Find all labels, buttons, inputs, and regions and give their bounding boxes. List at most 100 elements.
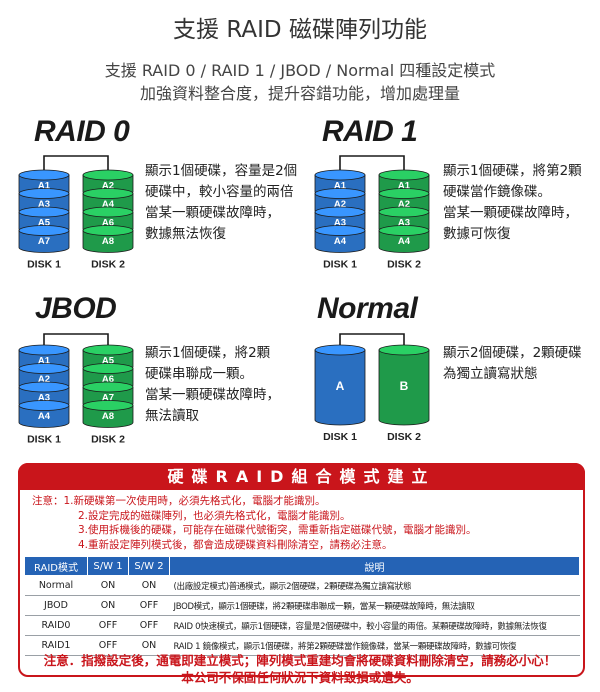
cell-sw2: ON <box>128 575 170 596</box>
normal-disk1-block-top <box>314 344 366 356</box>
jbod-disk1-block-top <box>18 363 70 374</box>
normal-disk2-block-top <box>378 344 430 356</box>
jbod-disk2-block-top <box>82 344 134 356</box>
jbod-disk2-block-label: A7 <box>102 393 114 404</box>
raid0-disk2-label: DISK 2 <box>91 259 125 271</box>
cell-sw2: OFF <box>128 615 170 636</box>
raid1-disk2-block-label: A1 <box>398 181 411 192</box>
normal-disk2-block-body <box>378 349 430 426</box>
raid0-disk2-block-label: A8 <box>102 236 114 247</box>
raid1-disk1-block-top <box>314 188 366 199</box>
jbod-disk1-block-label: A1 <box>38 356 51 367</box>
footer-line-1: 注意．指撥設定後，通電即建立模式；陣列模式重建均會將硬碟資料刪除清空，請務必小心… <box>43 653 557 668</box>
raid1-disk2-block: A4 <box>378 225 430 253</box>
connector-line <box>43 155 109 170</box>
raid1-description: 顯示1個硬碟，將第2顆 硬碟當作鏡像碟。 當某一顆硬碟故障時， 數據可恢復 <box>443 163 582 242</box>
normal-heading: Normal <box>317 292 418 325</box>
raid1-disk2-block-top <box>378 225 430 236</box>
raid1-disk1-block-top <box>314 225 366 236</box>
note-4: 4.重新設定陣列模式後，都會造成硬碟資料刪除清空，請務必注意。 <box>78 538 393 551</box>
raid0-disk1-label: DISK 1 <box>27 259 61 271</box>
subtitle-line-1: 支援 RAID 0 / RAID 1 / JBOD / Normal 四種設定模… <box>104 61 496 80</box>
cell-mode: JBOD <box>24 595 88 616</box>
setup-heading: 硬碟RAID組合模式建立 <box>18 463 585 490</box>
raid1-disk1-block-label: A3 <box>334 218 346 229</box>
cell-description: (出廠設定模式)普通模式，顯示2個硬碟，2顆硬碟為獨立讀寫狀態 <box>169 575 580 596</box>
raid0-disk1-block-top <box>18 188 70 199</box>
raid1-disk2-block-label: A4 <box>398 236 411 247</box>
note-1: 注意：1.新硬碟第一次使用時，必須先格式化，電腦才能識別。 <box>32 495 326 507</box>
raid0-disk2-block-top <box>82 206 134 218</box>
jbod-disk1-label: DISK 1 <box>27 434 61 446</box>
jbod-disk2-label: DISK 2 <box>91 434 125 446</box>
jbod-disk2-block: A8 <box>82 400 134 428</box>
cell-sw1: OFF <box>87 635 129 656</box>
normal-disk2-block-label: B <box>400 379 409 393</box>
connector-line <box>339 155 405 170</box>
normal-disk2-label: DISK 2 <box>387 431 421 443</box>
normal-disk1-block-label: A <box>336 379 345 393</box>
jbod-disk2-block-top <box>82 381 134 393</box>
raid0-disk2-block-top <box>82 225 134 236</box>
raid0-disk1-block-top <box>18 206 70 218</box>
table-header-row: RAID模式 S/W 1 S/W 2 說明 <box>24 556 580 576</box>
raid0-disk2-block-body <box>82 230 134 253</box>
jbod-disk1-block-body <box>18 405 70 428</box>
normal-disk2-block: B <box>378 344 430 426</box>
raid0-disk2-block-top <box>82 169 134 181</box>
subtitle-line-2: 加強資料整合度，提升容錯功能，增加處理量 <box>139 84 460 103</box>
raid0-disk2-block-label: A2 <box>102 181 114 192</box>
normal-description: 顯示2個硬碟，2顆硬碟 為獨立讀寫狀態 <box>443 345 582 382</box>
cell-description: JBOD模式，顯示1個硬碟，將2顆硬碟串聯成一顆，當某一顆硬碟故障時，無法讀取 <box>169 595 580 616</box>
raid1-disk1-block-body <box>314 230 366 253</box>
jbod-disk1-block: A4 <box>18 400 70 428</box>
raid0-disk1-block: A7 <box>18 225 70 253</box>
col-sw1: S/W 1 <box>87 556 129 576</box>
connector-line <box>43 333 109 345</box>
raid1-disk1-block-top <box>314 206 366 218</box>
jbod-disk1-block-label: A3 <box>38 393 50 404</box>
raid0-disk1-block: A3 <box>18 188 70 216</box>
connector-line <box>339 333 405 345</box>
cell-mode: RAID0 <box>24 615 88 636</box>
raid1-disk1-block-label: A4 <box>334 236 347 247</box>
raid1-disk1-block-top <box>314 169 366 181</box>
cell-mode: RAID1 <box>24 635 88 656</box>
table-row: Normal ON ON (出廠設定模式)普通模式，顯示2個硬碟，2顆硬碟為獨立… <box>24 575 580 596</box>
raid1-disk2-block-top <box>378 188 430 199</box>
cell-sw2: OFF <box>128 595 170 616</box>
jbod-description: 顯示1個硬碟，將2顆 硬碟串聯成一顆。 當某一顆硬碟故障時， 無法讀取 <box>145 345 280 424</box>
cell-sw1: ON <box>87 575 129 596</box>
note-2: 2.設定完成的磁碟陣列，也必須先格式化，電腦才能識別。 <box>78 509 351 522</box>
raid1-disk2-block-label: A3 <box>398 218 410 229</box>
cell-sw2: ON <box>128 635 170 656</box>
jbod-disk2-block-label: A5 <box>102 356 115 367</box>
normal-disk1-block-body <box>314 349 366 426</box>
raid1-disk2-label: DISK 2 <box>387 259 421 271</box>
setup-notes: 注意：1.新硬碟第一次使用時，必須先格式化，電腦才能識別。 2.設定完成的磁碟陣… <box>32 494 477 552</box>
normal-disk1-disk: A <box>314 344 366 426</box>
cell-description: RAID 1 鏡像模式，顯示1個硬碟，將第2顆硬碟當作鏡像碟，當某一顆硬碟故障時… <box>169 635 580 656</box>
cell-description: RAID 0快速模式，顯示1個硬碟，容量是2個硬碟中，較小容量的兩倍。某顆硬碟故… <box>169 615 580 636</box>
page-title: 支援 RAID 磁碟陣列功能 <box>173 17 427 43</box>
normal-disk1-label: DISK 1 <box>323 431 357 443</box>
jbod-disk2-block-label: A8 <box>102 411 114 422</box>
raid0-heading: RAID 0 <box>34 115 130 148</box>
raid0-disk1-block-body <box>18 230 70 253</box>
jbod-disk1-block-label: A2 <box>38 374 50 385</box>
raid1-disk2-block-label: A2 <box>398 199 410 210</box>
footer-warning: 注意．指撥設定後，通電即建立模式；陣列模式重建均會將硬碟資料刪除清空，請務必小心… <box>0 652 600 686</box>
raid0-description: 顯示1個硬碟，容量是2個 硬碟中，較小容量的兩倍 當某一顆硬碟故障時， 數據無法… <box>145 163 298 242</box>
jbod-disk2-block-label: A6 <box>102 374 114 385</box>
raid0-disk1-block-top <box>18 169 70 181</box>
jbod-disk2-block-top <box>82 363 134 374</box>
raid0-disk1-block-label: A3 <box>38 199 50 210</box>
raid0-disk1-block-label: A7 <box>38 236 50 247</box>
